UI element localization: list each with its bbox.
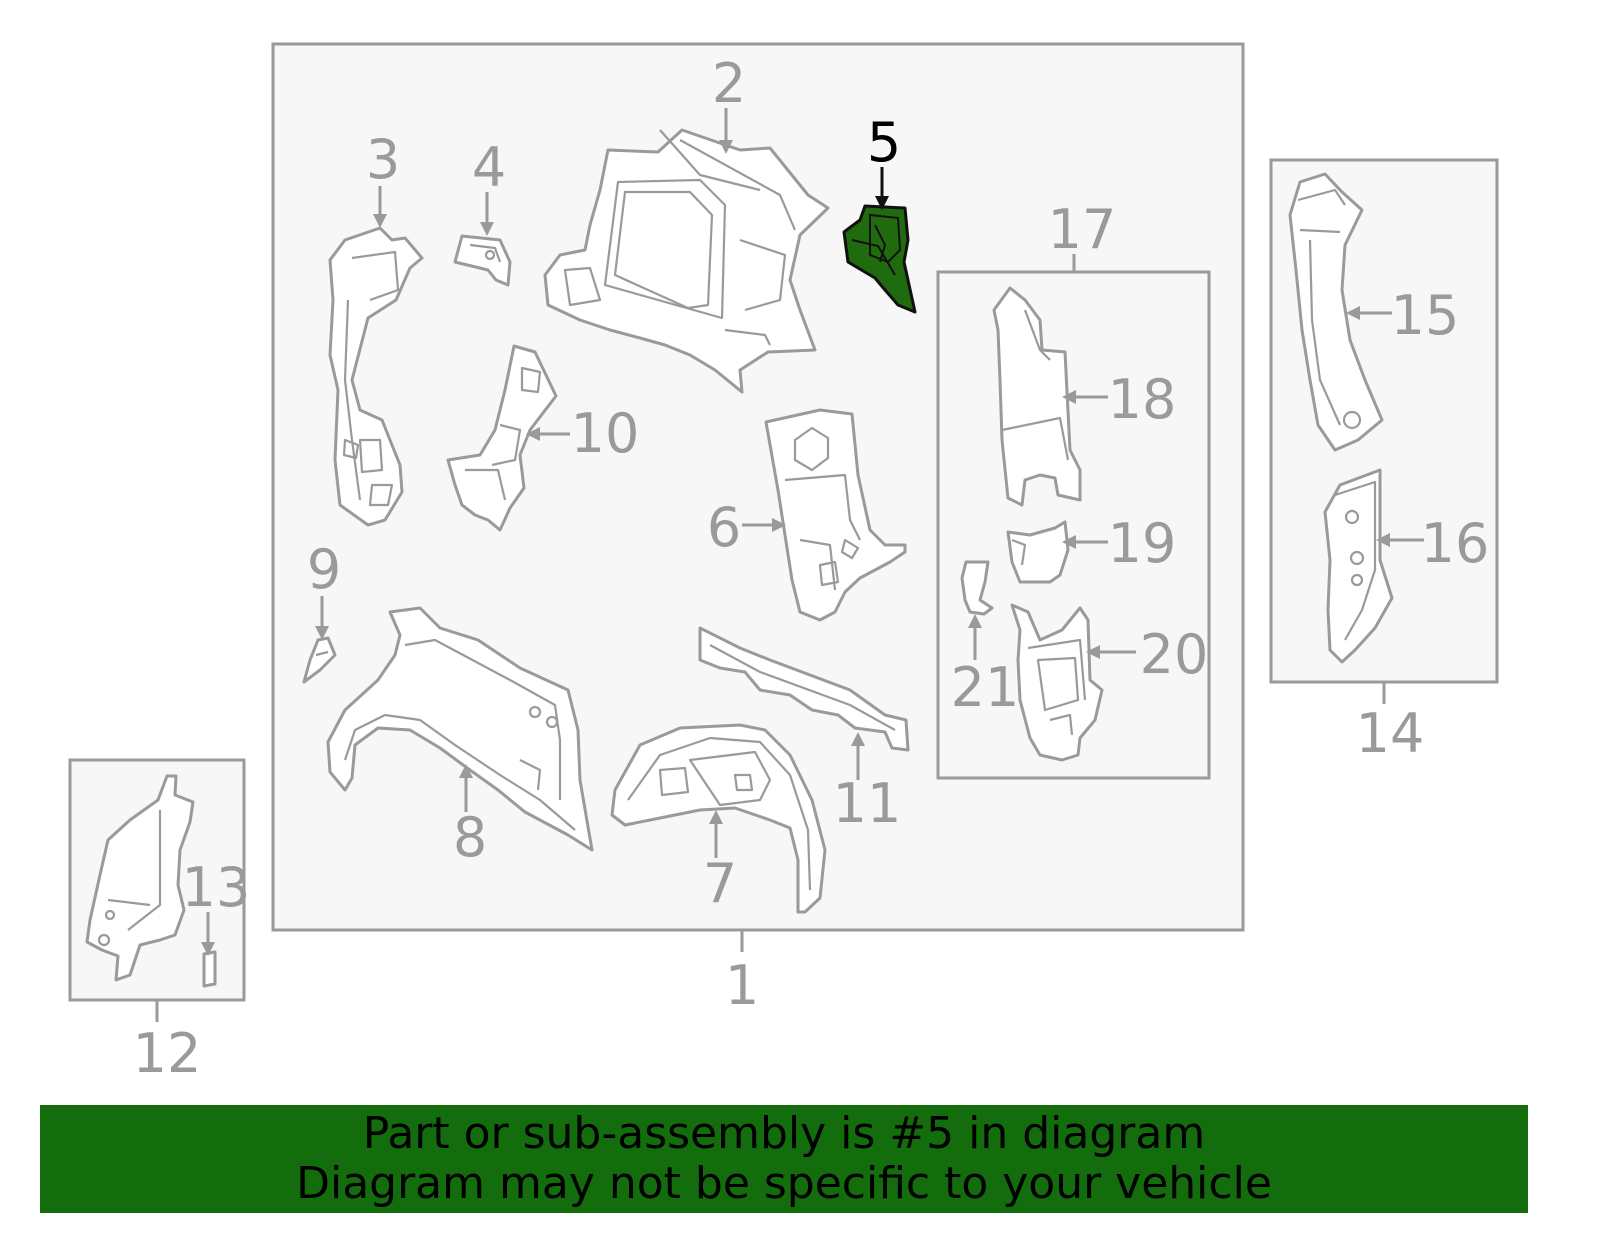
part-13-clip xyxy=(202,950,217,988)
part-4-clip xyxy=(453,234,512,287)
part-11-rail xyxy=(698,626,910,752)
callout-11: 11 xyxy=(833,772,902,835)
callout-10: 10 xyxy=(571,402,640,465)
callout-13: 13 xyxy=(182,856,251,919)
callout-19: 19 xyxy=(1108,512,1177,575)
banner-line-2: Diagram may not be specific to your vehi… xyxy=(296,1158,1272,1209)
part-5-highlighted xyxy=(842,204,917,314)
part-7-wheelhouse xyxy=(610,723,827,914)
part-12-bracket xyxy=(85,774,195,982)
callout-16: 16 xyxy=(1421,512,1490,575)
part-9-clip xyxy=(302,636,337,684)
callout-3: 3 xyxy=(366,128,400,191)
part-20-bracket xyxy=(1010,603,1104,762)
banner-line-1: Part or sub-assembly is #5 in diagram xyxy=(362,1108,1206,1159)
part-2-panel xyxy=(543,128,830,394)
part-15-pillar xyxy=(1288,172,1384,452)
leader-lines xyxy=(201,108,1424,956)
info-banner: Part or sub-assembly is #5 in diagram Di… xyxy=(40,1105,1528,1213)
callout-21: 21 xyxy=(951,656,1020,719)
part-10-brace xyxy=(446,344,558,532)
callout-17: 17 xyxy=(1048,198,1117,261)
callout-4: 4 xyxy=(472,136,506,199)
part-16-reinforcement xyxy=(1323,468,1394,664)
part-19-bracket xyxy=(1006,520,1070,584)
part-18-panel xyxy=(992,286,1082,507)
callout-2: 2 xyxy=(712,52,746,115)
callout-9: 9 xyxy=(307,538,341,601)
callout-7: 7 xyxy=(703,852,737,915)
part-3-bracket xyxy=(328,226,424,527)
part-21-clip xyxy=(960,560,994,616)
callout-12: 12 xyxy=(133,1022,202,1085)
part-6-pillar xyxy=(764,408,907,622)
callout-1: 1 xyxy=(725,954,759,1017)
callout-6: 6 xyxy=(707,496,741,559)
callout-15: 15 xyxy=(1391,284,1460,347)
callout-5: 5 xyxy=(867,111,901,174)
callout-20: 20 xyxy=(1140,623,1209,686)
callout-8: 8 xyxy=(453,806,487,869)
callout-14: 14 xyxy=(1356,702,1425,765)
part-8-inner-wheelhouse xyxy=(326,606,594,852)
callout-18: 18 xyxy=(1108,368,1177,431)
